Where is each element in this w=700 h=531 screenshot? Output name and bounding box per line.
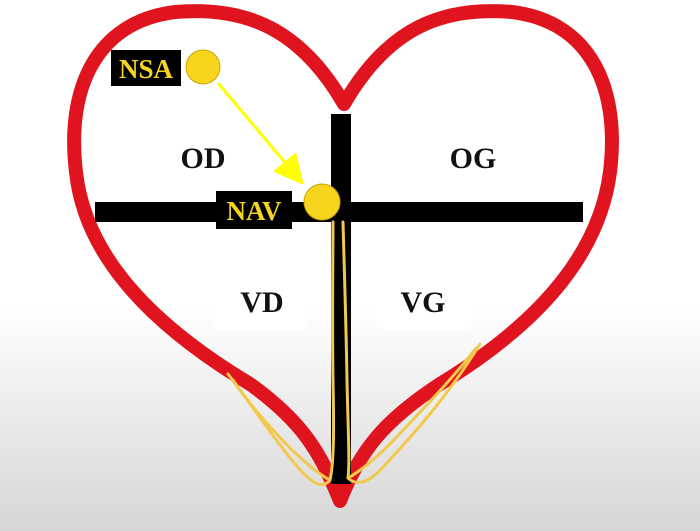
left-bundle-branch bbox=[346, 342, 482, 484]
vg-label-background bbox=[376, 262, 472, 330]
conduction-arrow bbox=[216, 82, 304, 185]
conduction-fibers bbox=[226, 220, 482, 486]
left-ventricle-label: VG bbox=[401, 286, 446, 319]
right-ventricle-label: VD bbox=[240, 286, 283, 319]
nav-node bbox=[303, 183, 341, 221]
nav-label: NAV bbox=[226, 196, 282, 226]
nsa-label-box bbox=[111, 50, 181, 86]
nav-label-box bbox=[216, 191, 292, 229]
heart-outline bbox=[67, 4, 619, 508]
nsa-node bbox=[185, 49, 221, 85]
nsa-label: NSA bbox=[119, 54, 174, 84]
right-atrium-label: OD bbox=[181, 142, 226, 175]
left-bundle-branch-inner bbox=[346, 346, 478, 480]
vd-label-background bbox=[212, 262, 308, 330]
left-atrium-label: OG bbox=[450, 142, 497, 175]
bundle-of-his-right bbox=[341, 220, 351, 480]
bundle-of-his-left bbox=[328, 220, 336, 482]
right-bundle-branch-inner bbox=[231, 378, 332, 482]
